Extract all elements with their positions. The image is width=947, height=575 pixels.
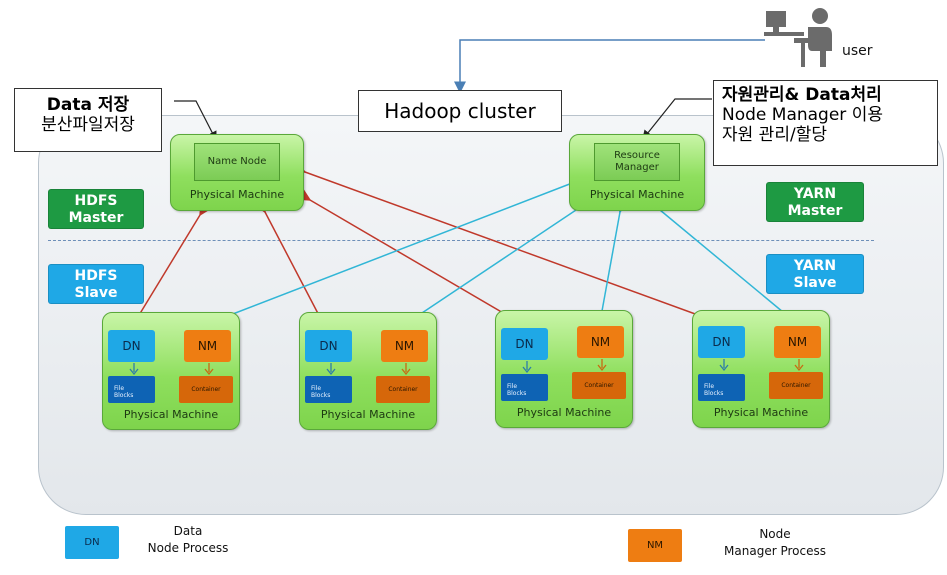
hdfs-callout-subtitle: 분산파일저장 <box>41 115 135 136</box>
arrow-down-icon <box>719 359 729 372</box>
yarn-slave-badge: YARN Slave <box>766 254 864 294</box>
resource-manager-line1: Resource <box>614 150 660 161</box>
container: Container <box>769 372 823 399</box>
arrow-down-icon <box>794 359 804 372</box>
yarn-slave-line2: Slave <box>793 275 837 291</box>
container: Container <box>376 376 430 403</box>
user-to-cluster-line <box>454 39 765 94</box>
yarn-master-badge: YARN Master <box>766 182 864 222</box>
legend-dn-box: DN <box>65 526 119 559</box>
resource-manager-line2: Manager <box>615 162 659 173</box>
hdfs-master-badge: HDFS Master <box>48 189 144 229</box>
yarn-callout-line2: 자원 관리/할당 <box>722 125 827 146</box>
name-node-machine-label: Physical Machine <box>189 188 285 201</box>
arrow-down-icon <box>522 361 532 374</box>
resource-manager-machine-label: Physical Machine <box>589 188 685 201</box>
yarn-arrow-3 <box>595 200 628 324</box>
data-node-process: DN <box>698 326 745 358</box>
yarn-callout-leader <box>642 98 712 140</box>
legend-nm-line1: Node <box>759 527 791 541</box>
resource-manager-machine: Resource Manager Physical Machine <box>569 134 705 211</box>
container: Container <box>572 372 626 399</box>
hdfs-callout-leader <box>174 100 217 142</box>
user-label: user <box>842 43 873 59</box>
yarn-callout-title: 자원관리& Data처리 <box>722 85 882 105</box>
worker-machine-label: Physical Machine <box>123 408 219 421</box>
legend-nm-line2: Manager Process <box>724 544 826 558</box>
arrow-down-icon <box>326 363 336 376</box>
data-node-process: DN <box>108 330 155 362</box>
hdfs-slave-line2: Slave <box>74 285 118 301</box>
yarn-arrow-4 <box>648 198 797 323</box>
container: Container <box>179 376 233 403</box>
yarn-arrow-2 <box>405 193 598 324</box>
hdfs-slave-line1: HDFS <box>74 268 118 284</box>
legend-dn-text: Data Node Process <box>138 523 238 557</box>
node-manager-process: NM <box>381 330 428 362</box>
yarn-slave-line1: YARN <box>793 258 837 274</box>
hdfs-slave-badge: HDFS Slave <box>48 264 144 304</box>
yarn-callout: 자원관리& Data처리 Node Manager 이용 자원 관리/할당 <box>713 80 938 166</box>
worker-machine-label: Physical Machine <box>516 406 612 419</box>
data-node-process: DN <box>501 328 548 360</box>
arrow-down-icon <box>597 359 607 372</box>
hdfs-arrow-2 <box>254 199 325 327</box>
yarn-callout-line1: Node Manager 이용 <box>722 105 883 126</box>
hdfs-master-line1: HDFS <box>74 193 118 209</box>
node-manager-process: NM <box>774 326 821 358</box>
legend-nm-box: NM <box>628 529 682 562</box>
hdfs-arrow-1 <box>132 202 211 327</box>
legend-dn-line2: Node Process <box>147 541 229 555</box>
hdfs-arrow-3 <box>297 189 524 325</box>
cluster-title: Hadoop cluster <box>358 90 562 132</box>
arrow-down-icon <box>401 363 411 376</box>
legend-dn-line1: Data <box>173 524 203 538</box>
yarn-master-line2: Master <box>787 203 843 219</box>
hdfs-master-line2: Master <box>68 210 124 226</box>
name-node-process: Name Node <box>194 143 280 181</box>
resource-manager-process: Resource Manager <box>594 143 680 181</box>
hdfs-callout: Data 저장 분산파일저장 <box>14 88 162 152</box>
hdfs-callout-title: Data 저장 <box>46 95 130 115</box>
arrow-down-icon <box>129 363 139 376</box>
name-node-machine: Name Node Physical Machine <box>170 134 304 211</box>
arrow-down-icon <box>204 363 214 376</box>
node-manager-process: NM <box>577 326 624 358</box>
node-manager-process: NM <box>184 330 231 362</box>
worker-machine-label: Physical Machine <box>320 408 416 421</box>
user-icon <box>764 8 832 67</box>
data-node-process: DN <box>305 330 352 362</box>
legend-nm-text: Node Manager Process <box>712 526 838 560</box>
worker-machine-label: Physical Machine <box>713 406 809 419</box>
yarn-master-line1: YARN <box>793 186 837 202</box>
